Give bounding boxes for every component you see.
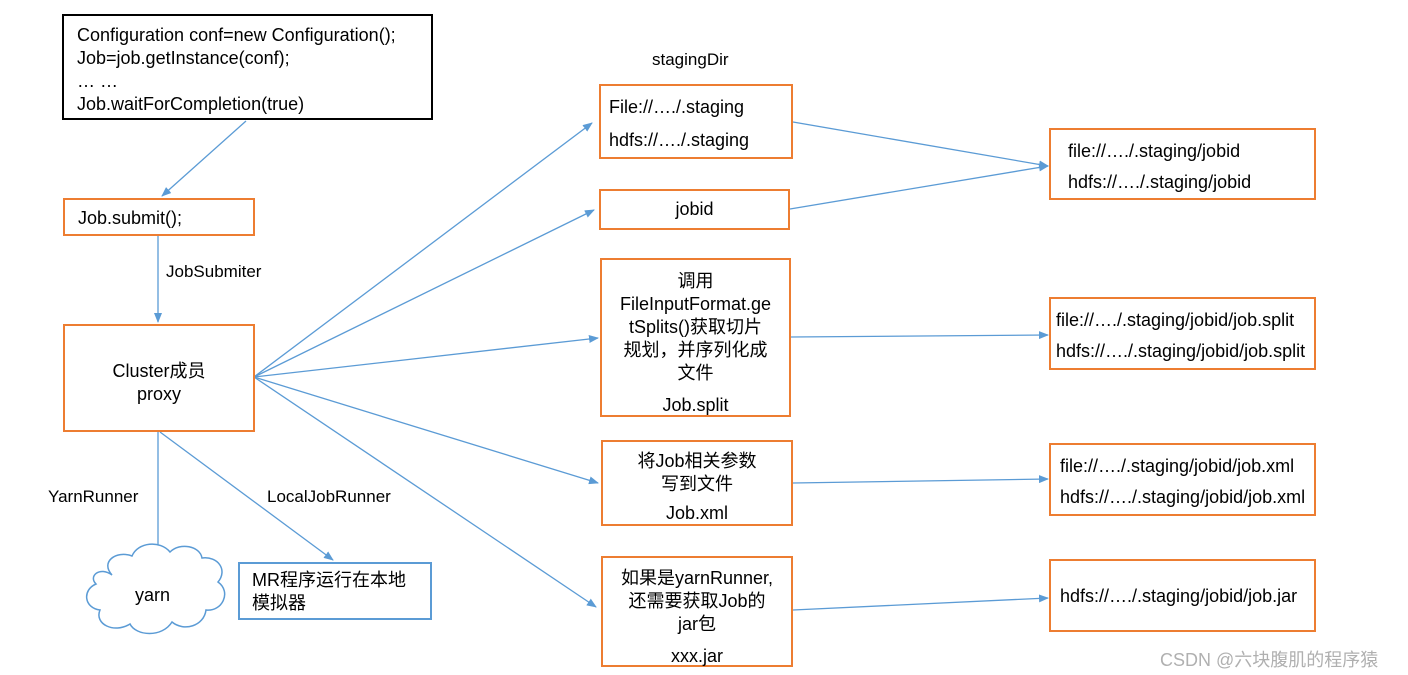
arrow-code-to-submit [161,120,247,197]
out-xml-box: file://…./.staging/jobid/job.xml hdfs://… [1049,443,1316,516]
arrow-cluster-to-staging [253,122,593,378]
code-box: Configuration conf=new Configuration(); … [62,14,433,120]
code-line-1: Configuration conf=new Configuration(); [77,25,396,45]
jar-line-3: jar包 [677,614,716,634]
split-box: 调用 FileInputFormat.ge tSplits()获取切片 规划，并… [600,258,791,417]
arrow-cluster-to-jar [253,376,597,608]
xml-box: 将Job相关参数 写到文件 Job.xml [601,440,793,526]
xml-line-2: 写到文件 [661,474,733,494]
staging-line-1: File://…./.staging [609,97,745,117]
yarn-cloud-label: yarn [135,585,171,605]
mr-line-1: MR程序运行在本地 [252,570,406,590]
jar-line-1: 如果是yarnRunner, [620,568,774,588]
xml-footer: Job.xml [665,503,728,523]
code-line-4: Job.waitForCompletion(true) [77,94,305,114]
out-split-line-1: file://…./.staging/jobid/job.split [1056,310,1295,330]
split-line-4: 规划，并序列化成 [623,340,768,360]
out-jobid-line-1: file://…./.staging/jobid [1068,141,1241,161]
out-jobid-line-2: hdfs://…./.staging/jobid [1068,172,1252,192]
out-split-box: file://…./.staging/jobid/job.split hdfs:… [1049,297,1316,370]
arrow-cluster-to-xml [253,376,599,485]
code-line-3: … … [77,71,119,91]
jobid-text: jobid [675,199,714,219]
staging-box: File://…./.staging hdfs://…./.staging [599,84,793,159]
arrow-xml-to-out-xml [792,475,1049,484]
cluster-box: Cluster成员 proxy [63,324,255,432]
arrow-jar-to-out-jar [792,594,1049,611]
arrow-cluster-to-jobid [253,209,595,378]
jobid-box: jobid [599,189,790,230]
out-jobid-box: file://…./.staging/jobid hdfs://…./.stag… [1049,128,1316,200]
watermark: CSDN @六块腹肌的程序猿 [1160,650,1379,670]
yarn-runner-label: YarnRunner [48,487,139,506]
job-submitter-label: JobSubmiter [166,262,262,281]
out-jar-line-1: hdfs://…./.staging/jobid/job.jar [1060,586,1298,606]
submit-text: Job.submit(); [78,208,183,228]
split-line-1: 调用 [677,271,714,291]
split-line-2: FileInputFormat.ge [619,294,772,314]
staging-dir-label: stagingDir [652,50,729,69]
arrow-split-to-out-split [790,331,1049,340]
staging-line-2: hdfs://…./.staging [609,130,750,150]
jar-box: 如果是yarnRunner, 还需要获取Job的 jar包 xxx.jar [601,556,793,667]
local-job-runner-label: LocalJobRunner [267,487,391,506]
split-line-5: 文件 [677,363,714,383]
jar-line-2: 还需要获取Job的 [628,591,766,611]
cluster-line-2: proxy [136,384,181,404]
cluster-line-1: Cluster成员 [112,361,206,381]
out-xml-line-1: file://…./.staging/jobid/job.xml [1060,456,1295,476]
xml-line-1: 将Job相关参数 [637,451,757,471]
submit-box: Job.submit(); [63,198,255,236]
mr-local-box: MR程序运行在本地 模拟器 [238,562,432,620]
jar-footer: xxx.jar [670,646,723,666]
out-jar-box: hdfs://…./.staging/jobid/job.jar [1049,559,1316,632]
arrow-cluster-to-local [159,431,334,561]
yarn-cloud-shape [86,543,226,635]
split-line-3: tSplits()获取切片 [628,317,762,337]
mr-line-2: 模拟器 [252,593,306,613]
out-split-line-2: hdfs://…./.staging/jobid/job.split [1056,341,1306,361]
arrow-cluster-to-split [253,335,599,378]
arrow-jobid-to-out-jobid [789,163,1049,210]
code-line-2: Job=job.getInstance(conf); [77,48,290,68]
out-xml-line-2: hdfs://…./.staging/jobid/job.xml [1060,487,1306,507]
arrow-staging-to-out-jobid [792,121,1049,169]
split-footer: Job.split [662,395,729,415]
